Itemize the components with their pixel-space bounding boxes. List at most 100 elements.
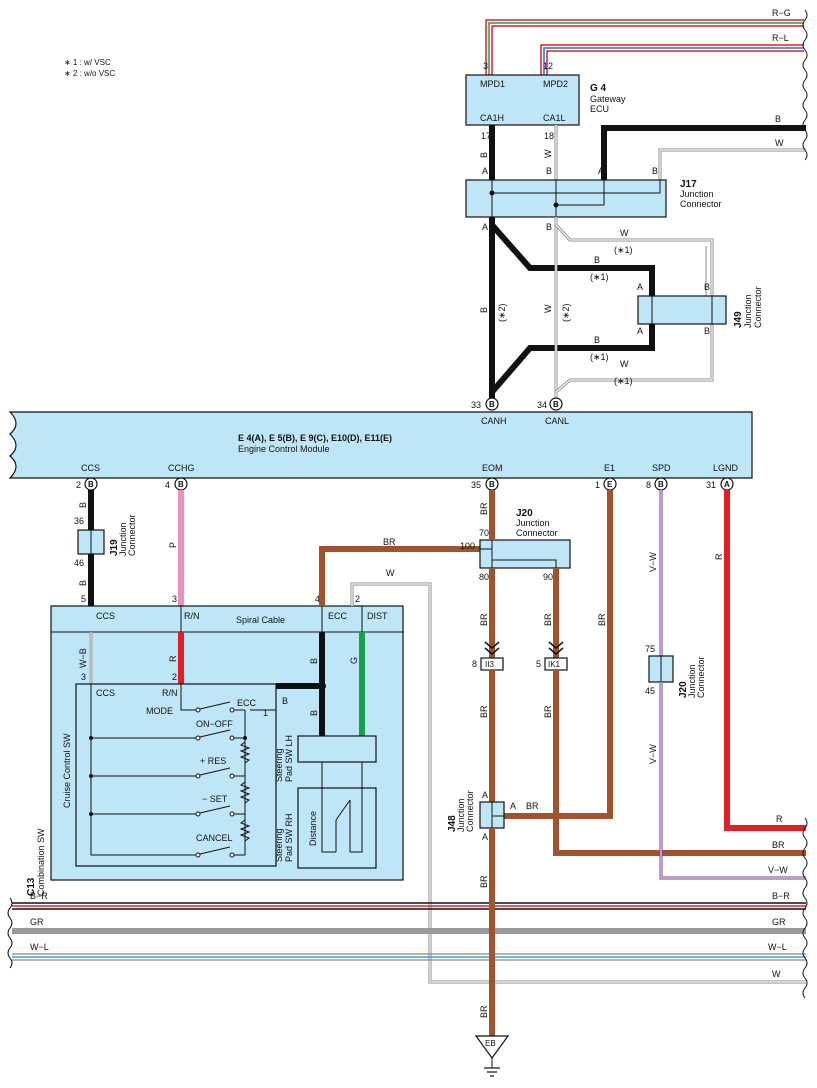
svg-text:BR: BR bbox=[543, 613, 553, 626]
svg-text:BR: BR bbox=[543, 705, 553, 718]
wire-br-ecc bbox=[319, 546, 480, 606]
svg-text:R/N: R/N bbox=[162, 688, 178, 698]
ecm-canl: CANL bbox=[545, 416, 569, 426]
switch-cancel bbox=[91, 846, 245, 858]
svg-text:Connector: Connector bbox=[696, 656, 706, 698]
svg-text:2: 2 bbox=[76, 480, 81, 490]
j17-name2: Connector bbox=[680, 199, 722, 209]
j49-code: J49 bbox=[733, 311, 744, 328]
switch-res bbox=[89, 767, 245, 779]
j20-lower-code: J20 bbox=[678, 681, 689, 698]
svg-text:B−R: B−R bbox=[30, 891, 48, 901]
note-2: ∗ 2 : w/o VSC bbox=[64, 69, 115, 78]
j17-b1: B bbox=[546, 166, 552, 176]
svg-text:B: B bbox=[658, 480, 664, 489]
svg-text:GR: GR bbox=[772, 917, 786, 927]
j17-b3: B bbox=[546, 222, 552, 232]
label-ast2-b: (∗2) bbox=[497, 303, 507, 322]
label-w-18: W bbox=[543, 149, 553, 158]
switch-set bbox=[89, 805, 245, 817]
cruise-onoff: ON−OFF bbox=[196, 719, 233, 729]
label-b-canh: B bbox=[479, 307, 489, 313]
label-b-right: B bbox=[775, 114, 781, 124]
gateway-name1: Gateway bbox=[590, 94, 626, 104]
ecm-box bbox=[8, 411, 753, 479]
svg-text:GR: GR bbox=[30, 917, 44, 927]
j20-upper-box bbox=[479, 539, 571, 569]
spiral-ccs: CCS bbox=[96, 611, 115, 621]
svg-text:B: B bbox=[309, 658, 319, 664]
svg-text:B: B bbox=[489, 400, 495, 409]
svg-text:W−B: W−B bbox=[78, 648, 88, 668]
wire-r-lgnd bbox=[724, 490, 806, 831]
ecm-name: Engine Control Module bbox=[238, 444, 330, 454]
spiral-name: Spiral Cable bbox=[236, 615, 285, 625]
wire-w-dist bbox=[350, 582, 806, 984]
svg-text:BR: BR bbox=[479, 875, 489, 888]
wire-b-r-bus bbox=[12, 902, 806, 910]
svg-text:31: 31 bbox=[706, 480, 716, 490]
svg-text:3: 3 bbox=[172, 594, 177, 604]
svg-text:BR: BR bbox=[597, 613, 607, 626]
ecm-pin-33: 33 bbox=[471, 400, 481, 410]
svg-text:80: 80 bbox=[479, 572, 489, 582]
spiral-dist: DIST bbox=[367, 611, 388, 621]
label-ast1-bt: (∗1) bbox=[590, 272, 609, 282]
svg-text:90: 90 bbox=[543, 572, 553, 582]
j17-a1: A bbox=[482, 166, 488, 176]
ecm-lgnd: LGND bbox=[713, 463, 739, 473]
svg-text:V−W: V−W bbox=[648, 744, 658, 764]
svg-text:Junction: Junction bbox=[687, 664, 697, 698]
svg-text:B−R: B−R bbox=[772, 891, 790, 901]
svg-text:Pad SW LH: Pad SW LH bbox=[284, 735, 294, 782]
svg-text:45: 45 bbox=[645, 686, 655, 696]
svg-text:B: B bbox=[78, 580, 88, 586]
resistor-3 bbox=[239, 819, 251, 842]
ecm-canh: CANH bbox=[481, 416, 507, 426]
label-b-j49b: B bbox=[594, 335, 600, 345]
label-ast1-wb: (∗1) bbox=[614, 376, 633, 386]
wire-r-l bbox=[540, 44, 804, 75]
svg-text:BR: BR bbox=[772, 840, 785, 850]
label-r-g: R−G bbox=[772, 8, 791, 18]
pin-12: 12 bbox=[543, 61, 553, 71]
svg-text:70: 70 bbox=[479, 528, 489, 538]
svg-text:V−W: V−W bbox=[768, 865, 788, 875]
svg-text:4: 4 bbox=[315, 594, 320, 604]
svg-text:B: B bbox=[309, 710, 319, 716]
svg-text:Junction: Junction bbox=[516, 518, 550, 528]
svg-text:2: 2 bbox=[355, 594, 360, 604]
svg-text:Pad SW RH: Pad SW RH bbox=[284, 813, 294, 862]
ecm-title: E 4(A), E 5(B), E 9(C), E10(D), E11(E) bbox=[238, 433, 392, 443]
svg-text:4: 4 bbox=[165, 480, 170, 490]
svg-text:Connector: Connector bbox=[465, 790, 475, 832]
wire-w-l-bus bbox=[12, 953, 806, 961]
j17-b2: B bbox=[652, 166, 658, 176]
svg-text:B: B bbox=[282, 696, 288, 706]
svg-text:Junction: Junction bbox=[456, 798, 466, 832]
svg-text:100: 100 bbox=[460, 541, 475, 551]
label-w-right: W bbox=[775, 138, 784, 148]
j17-a2: A bbox=[598, 166, 604, 176]
svg-text:EB: EB bbox=[485, 1039, 496, 1048]
j49-box bbox=[637, 295, 727, 325]
ecm-cchg: CCHG bbox=[168, 463, 195, 473]
wire-b-j49-bottom bbox=[489, 322, 655, 394]
ecm-spd: SPD bbox=[652, 463, 671, 473]
svg-text:B: B bbox=[178, 480, 184, 489]
svg-text:W−L: W−L bbox=[768, 942, 787, 952]
svg-text:W: W bbox=[772, 969, 781, 979]
spiral-ecc: ECC bbox=[328, 611, 348, 621]
svg-text:A: A bbox=[510, 801, 516, 811]
j17-code: J17 bbox=[680, 179, 697, 190]
svg-text:E: E bbox=[607, 480, 613, 489]
svg-text:W−L: W−L bbox=[30, 942, 49, 952]
j49-b1: B bbox=[704, 282, 710, 292]
svg-text:II3: II3 bbox=[485, 660, 494, 669]
pin-18: 18 bbox=[544, 131, 554, 141]
gateway-pin-ca1h: CA1H bbox=[480, 113, 504, 123]
svg-text:Steering: Steering bbox=[274, 748, 284, 782]
pin-17: 17 bbox=[481, 131, 491, 141]
svg-text:A: A bbox=[482, 790, 488, 800]
svg-text:IK1: IK1 bbox=[548, 660, 561, 669]
